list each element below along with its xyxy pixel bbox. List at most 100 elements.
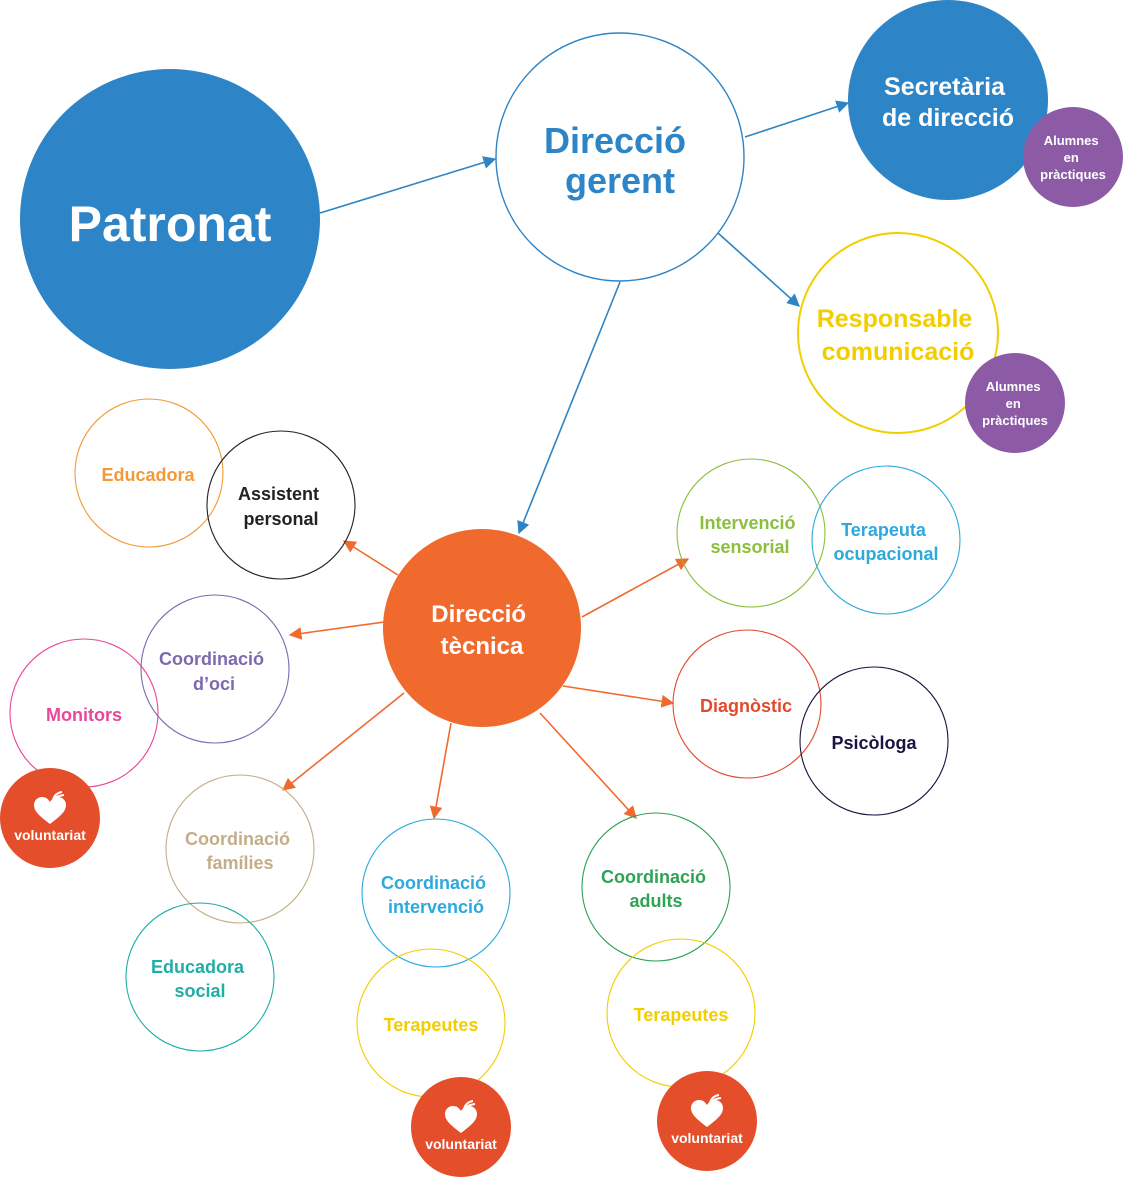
secretaria-label: Secretària de direcció — [882, 73, 1014, 132]
assistent-label: Assistent personal — [238, 484, 324, 529]
coord-families-line-1: Coordinació — [185, 829, 290, 849]
arrow-tecnica-to-assistent — [342, 540, 399, 576]
node-alumnes-secretaria: Alumnes en pràctiques — [1023, 107, 1123, 207]
node-patronat: Patronat — [20, 69, 320, 369]
sprout-icon — [709, 1094, 722, 1104]
intervencio-sensorial-line-2: sensorial — [710, 537, 789, 557]
diagnostic-circle — [672, 629, 822, 779]
node-educadora-social: Educadora social — [125, 902, 275, 1052]
monitors-label: Monitors — [46, 705, 122, 725]
node-diagnostic: Diagnòstic — [672, 629, 822, 779]
arrow-tecnica-to-diagnostic — [562, 685, 675, 708]
node-terapeuta-ocupacional: Terapeuta ocupacional — [811, 465, 961, 615]
voluntariat-intervencio-label: voluntariat — [425, 1136, 497, 1152]
node-coord-oci: Coordinació d’oci — [140, 594, 290, 744]
node-voluntariat-adults: voluntariat — [657, 1071, 757, 1171]
node-monitors: Monitors — [9, 638, 159, 788]
coord-adults-line-1: Coordinació — [601, 867, 706, 887]
secretaria-circle — [848, 0, 1048, 200]
psicologa-label: Psicòloga — [831, 733, 917, 753]
terapeuta-ocupacional-line-2: ocupacional — [833, 544, 938, 564]
coord-intervencio-line-1: Coordinació — [381, 873, 486, 893]
direccio-tecnica-circle — [383, 529, 581, 727]
heart-icon — [445, 1106, 477, 1133]
arrow-gerent-to-direccio-tecnica — [517, 281, 621, 535]
direccio-gerent-line-2: gerent — [565, 160, 675, 201]
node-direccio-gerent: Direcció gerent — [495, 32, 745, 282]
node-intervencio-sensorial: Intervenció sensorial — [676, 458, 826, 608]
alumnes-responsable-line-3: pràctiques — [982, 413, 1048, 428]
arrow-tecnica-to-coord-families — [282, 692, 405, 791]
coord-oci-line-1: Coordinació — [159, 649, 264, 669]
node-coord-adults: Coordinació adults — [581, 812, 731, 962]
intervencio-sensorial-line-1: Intervenció — [699, 513, 795, 533]
coord-intervencio-line-2: intervenció — [388, 897, 484, 917]
intervencio-sensorial-circle — [676, 458, 826, 608]
psicologa-circle — [799, 666, 949, 816]
node-responsable: Responsable comunicació — [797, 232, 999, 434]
arrow-tecnica-to-coord-adults — [539, 712, 637, 819]
coord-families-line-2: famílies — [206, 853, 273, 873]
arrow-gerent-to-secretaria — [744, 100, 850, 138]
educadora-social-line-1: Educadora — [151, 957, 245, 977]
coord-oci-label: Coordinació d’oci — [159, 649, 269, 694]
assistent-line-1: Assistent — [238, 484, 319, 504]
responsable-circle — [797, 232, 999, 434]
voluntariat-adults-label: voluntariat — [671, 1130, 743, 1146]
node-voluntariat-intervencio: voluntariat — [411, 1077, 511, 1177]
patronat-label: Patronat — [69, 196, 272, 252]
coord-adults-circle — [581, 812, 731, 962]
node-terapeutes-adults: Terapeutes — [606, 938, 756, 1088]
educadora-label: Educadora — [101, 465, 195, 485]
coord-families-circle — [165, 774, 315, 924]
secretaria-line-1: Secretària — [884, 73, 1006, 101]
educadora-social-label: Educadora social — [151, 957, 249, 1001]
educadora-social-circle — [125, 902, 275, 1052]
coord-families-label: Coordinació famílies — [185, 829, 295, 873]
direccio-gerent-circle — [495, 32, 745, 282]
arrows-orange — [282, 540, 690, 820]
arrow-tecnica-to-intervencio-sensorial — [581, 558, 690, 618]
alumnes-secretaria-line-3: pràctiques — [1040, 167, 1106, 182]
alumnes-secretaria-line-1: Alumnes — [1044, 133, 1099, 148]
secretaria-line-2: de direcció — [882, 104, 1014, 132]
node-direccio-tecnica: Direcció tècnica — [383, 529, 581, 727]
node-alumnes-responsable: Alumnes en pràctiques — [965, 353, 1065, 453]
coord-oci-line-2: d’oci — [193, 674, 235, 694]
voluntariat-monitors-label: voluntariat — [14, 827, 86, 843]
alumnes-secretaria-label: Alumnes en pràctiques — [1040, 133, 1106, 182]
direccio-tecnica-line-1: Direcció — [431, 601, 526, 628]
alumnes-responsable-circle — [965, 353, 1065, 453]
assistent-circle — [206, 430, 356, 580]
alumnes-secretaria-line-2: en — [1064, 150, 1079, 165]
arrow-tecnica-to-coord-intervencio — [429, 722, 452, 820]
direccio-gerent-line-1: Direcció — [544, 120, 686, 161]
sprout-icon — [463, 1100, 476, 1110]
coord-intervencio-label: Coordinació intervenció — [381, 873, 491, 917]
diagnostic-label: Diagnòstic — [700, 696, 792, 716]
node-psicologa: Psicòloga — [799, 666, 949, 816]
coord-adults-line-2: adults — [629, 891, 682, 911]
direccio-gerent-label: Direcció gerent — [544, 120, 696, 201]
node-terapeutes-intervencio: Terapeutes — [356, 948, 506, 1098]
terapeuta-ocupacional-label: Terapeuta ocupacional — [833, 520, 938, 564]
educadora-circle — [74, 398, 224, 548]
terapeutes-intervencio-label: Terapeutes — [384, 1015, 479, 1035]
sprout-icon — [52, 791, 65, 801]
node-educadora: Educadora — [74, 398, 224, 548]
terapeutes-adults-label: Terapeutes — [634, 1005, 729, 1025]
patronat-circle — [20, 69, 320, 369]
educadora-social-line-2: social — [174, 981, 225, 1001]
assistent-line-2: personal — [243, 509, 318, 529]
heart-icon — [691, 1100, 723, 1127]
direccio-tecnica-line-2: tècnica — [441, 633, 524, 660]
node-assistent: Assistent personal — [206, 430, 356, 580]
coord-intervencio-circle — [361, 818, 511, 968]
alumnes-responsable-line-1: Alumnes — [986, 379, 1041, 394]
node-coord-intervencio: Coordinació intervenció — [361, 818, 511, 968]
coord-oci-circle — [140, 594, 290, 744]
arrow-gerent-to-responsable — [717, 232, 800, 307]
heart-icon — [34, 797, 66, 824]
terapeuta-ocupacional-circle — [811, 465, 961, 615]
